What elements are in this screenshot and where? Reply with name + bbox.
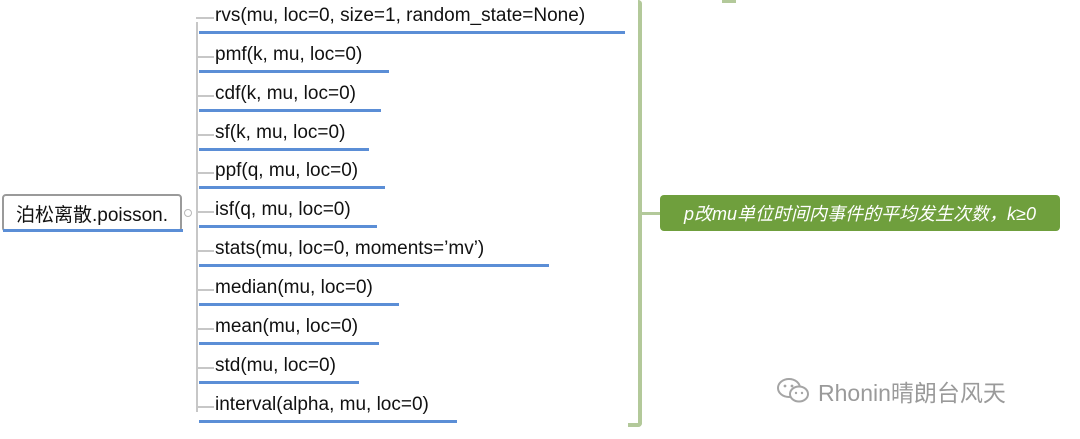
method-label: std(mu, loc=0) — [215, 355, 336, 376]
bracket-top-gap — [628, 0, 638, 4]
summary-note-text: p改mu单位时间内事件的平均发生次数，k≥0 — [684, 204, 1036, 224]
method-underline — [199, 186, 385, 189]
method-underline — [199, 109, 381, 112]
branch-stub — [196, 95, 214, 97]
method-underline — [199, 303, 399, 306]
method-underline — [199, 70, 389, 73]
method-label: median(mu, loc=0) — [215, 277, 373, 298]
root-underline — [3, 229, 183, 232]
branch-stub — [196, 17, 214, 19]
summary-connector — [642, 212, 660, 215]
summary-note[interactable]: p改mu单位时间内事件的平均发生次数，k≥0 — [660, 195, 1060, 231]
method-label: stats(mu, loc=0, moments=’mv’) — [215, 238, 485, 259]
method-label: ppf(q, mu, loc=0) — [215, 160, 359, 181]
watermark-text: Rhonin晴朗台风天 — [818, 380, 1006, 406]
branch-stub — [196, 367, 214, 369]
method-underline — [199, 264, 549, 267]
method-label: mean(mu, loc=0) — [215, 316, 359, 337]
method-underline — [199, 381, 359, 384]
method-underline — [199, 225, 377, 228]
method-underline — [199, 31, 625, 34]
method-underline — [199, 420, 457, 423]
method-label: interval(alpha, mu, loc=0) — [215, 394, 429, 415]
method-underline — [199, 342, 379, 345]
method-label: rvs(mu, loc=0, size=1, random_state=None… — [215, 5, 586, 26]
summary-tick — [722, 0, 736, 3]
branch-stub — [196, 172, 214, 174]
summary-bracket — [628, 0, 642, 427]
branch-stub — [196, 289, 214, 291]
branch-trunk — [196, 22, 198, 412]
watermark: Rhonin晴朗台风天 — [776, 374, 1006, 408]
branch-stub — [196, 56, 214, 58]
method-label: cdf(k, mu, loc=0) — [215, 83, 356, 104]
wechat-icon — [776, 377, 810, 405]
method-label: isf(q, mu, loc=0) — [215, 199, 351, 220]
branch-stub — [196, 211, 214, 213]
branch-stub — [196, 328, 214, 330]
branch-stub — [196, 406, 214, 408]
branch-stub — [196, 250, 214, 252]
root-label: 泊松离散.poisson. — [15, 204, 169, 226]
method-label: sf(k, mu, loc=0) — [215, 122, 346, 143]
method-underline — [199, 148, 369, 151]
branch-stub — [196, 134, 214, 136]
method-label: pmf(k, mu, loc=0) — [215, 44, 363, 65]
root-node[interactable]: 泊松离散.poisson. — [2, 194, 182, 232]
collapse-toggle[interactable] — [184, 209, 192, 217]
